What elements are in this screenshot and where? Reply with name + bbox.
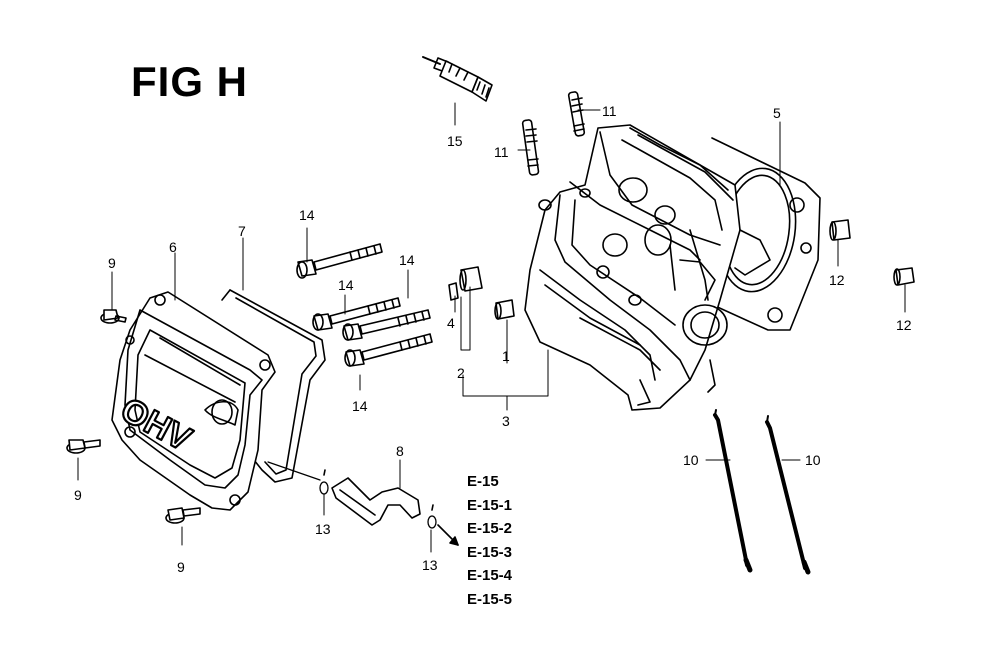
dowel-pin — [829, 219, 851, 241]
callout-label: 5 — [773, 105, 781, 121]
long-bolt — [342, 309, 431, 341]
reference-link[interactable]: E-15-3 — [467, 543, 513, 561]
callout-label: 14 — [299, 207, 315, 223]
valve-cap — [494, 299, 515, 320]
callout-label: 8 — [396, 443, 404, 459]
callout-label: 2 — [457, 365, 465, 381]
tube-clip — [427, 504, 437, 529]
cover-gasket — [221, 289, 326, 483]
reference-link[interactable]: E-15 — [467, 473, 499, 490]
stud-bolt — [567, 91, 586, 137]
callout-label: 14 — [352, 398, 368, 414]
cylinder-head — [524, 124, 771, 411]
dowel-pin — [893, 267, 915, 286]
flange-bolt — [165, 507, 201, 524]
callout-label: 15 — [447, 133, 463, 149]
stud-bolt — [521, 119, 540, 176]
valve-seal — [459, 266, 483, 292]
reference-link[interactable]: E-15-1 — [467, 496, 513, 514]
callout-label: 13 — [315, 521, 331, 537]
push-rod — [713, 409, 753, 573]
callout-label: 9 — [108, 255, 116, 271]
callout-label: 9 — [177, 559, 185, 575]
callout-label: 1 — [502, 348, 510, 364]
leader-lines — [77, 102, 906, 553]
callout-label: 11 — [602, 103, 617, 119]
callout-label: 12 — [829, 272, 845, 288]
long-bolt — [344, 333, 433, 367]
breather-tube — [331, 477, 421, 526]
reference-list: E-15 E-15-1 E-15-2 E-15-3 E-15-4 E-15-5 — [467, 470, 512, 611]
long-bolt — [312, 297, 401, 331]
flange-bolt — [66, 439, 101, 454]
callout-label: 11 — [494, 144, 509, 160]
valve-clip — [448, 282, 459, 301]
callout-label: 3 — [502, 413, 510, 429]
callout-label: 9 — [74, 487, 82, 503]
callout-label: 4 — [447, 315, 455, 331]
callout-label: 13 — [422, 557, 438, 573]
reference-link[interactable]: E-15-5 — [467, 590, 513, 608]
spark-plug — [422, 56, 493, 102]
callout-label: 10 — [683, 452, 699, 468]
callout-label: 6 — [169, 239, 177, 255]
push-rod — [765, 415, 811, 575]
callout-label: 14 — [338, 277, 354, 293]
callout-label: 14 — [399, 252, 415, 268]
reference-link[interactable]: E-15-4 — [467, 567, 513, 584]
callout-label: 12 — [896, 317, 912, 333]
reference-link[interactable]: E-15-2 — [467, 520, 513, 537]
callout-label: 7 — [238, 223, 246, 239]
callout-label: 10 — [805, 452, 821, 468]
pointer-arrowhead — [449, 536, 459, 546]
figure-title: FIG H — [131, 58, 248, 105]
